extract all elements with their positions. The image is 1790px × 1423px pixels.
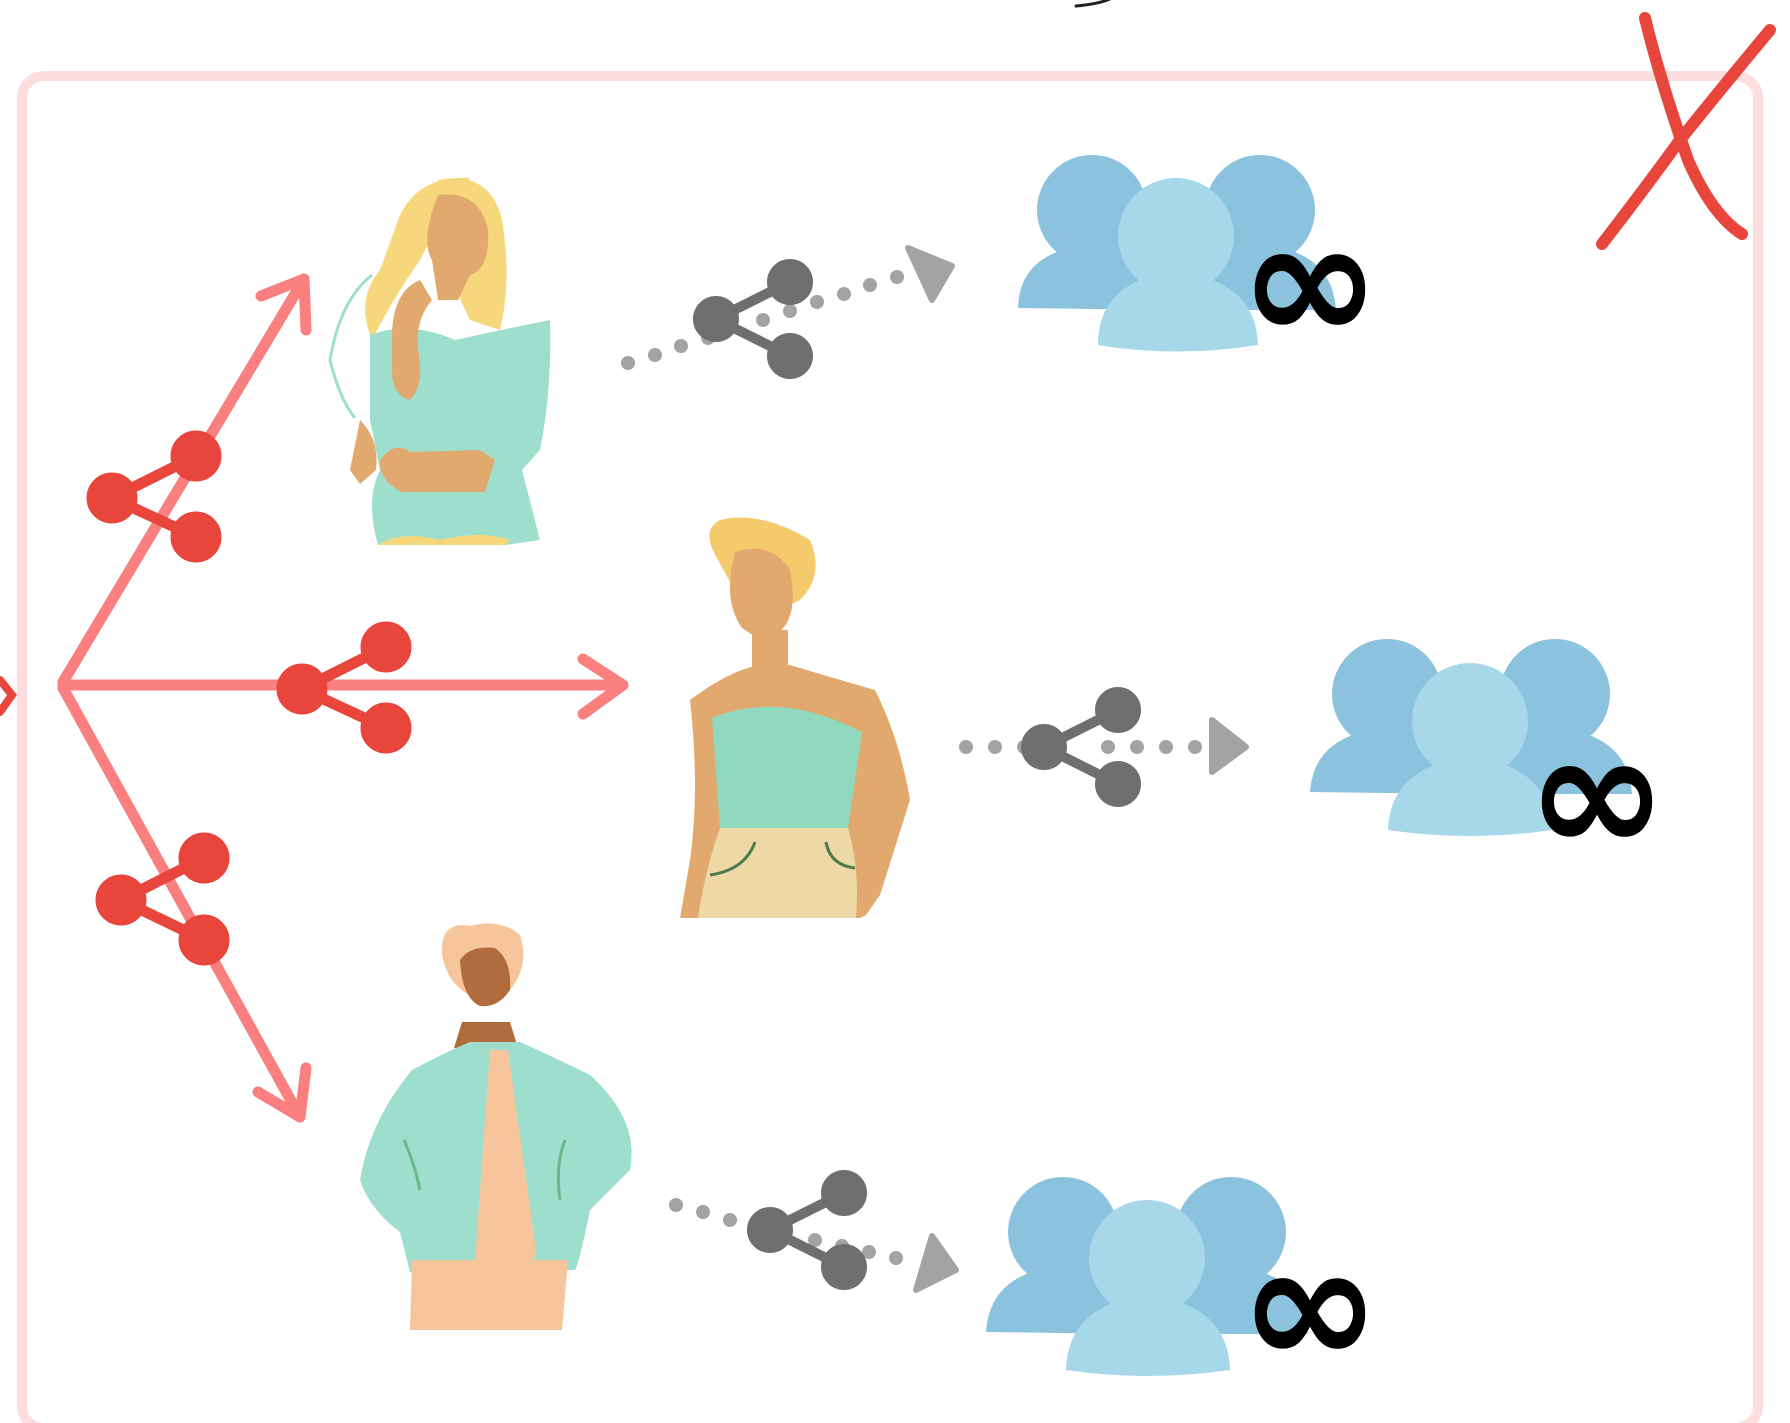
share-icon xyxy=(1021,687,1141,807)
person-woman-blonde xyxy=(328,177,551,545)
branch-arrows xyxy=(57,273,629,1123)
arrow-head-top xyxy=(255,273,312,336)
sketch-mark xyxy=(1074,0,1112,8)
arrow-tip-bottom xyxy=(913,1233,959,1293)
arrow-tip-middle xyxy=(1209,717,1249,775)
share-icon xyxy=(693,259,813,379)
infinity-icon: ∞ xyxy=(1239,183,1381,381)
person-woman-strapless xyxy=(680,517,910,918)
arrow-tip-top xyxy=(905,245,955,303)
share-icon xyxy=(276,621,412,754)
arrow-to-bottom-person xyxy=(57,682,306,1123)
people-group-icon: ∞ xyxy=(1018,155,1381,381)
frame-border xyxy=(17,71,1763,1423)
close-x-icon[interactable] xyxy=(1596,12,1776,250)
person-man-jacket xyxy=(360,923,632,1330)
people-group-icon: ∞ xyxy=(986,1177,1381,1405)
arrow-head-middle xyxy=(577,653,629,720)
dotted-path-top xyxy=(621,245,955,370)
infinity-icon: ∞ xyxy=(1526,695,1668,893)
share-icon xyxy=(747,1170,867,1290)
dotted-path-middle xyxy=(959,717,1249,775)
people-group-icon: ∞ xyxy=(1310,639,1668,893)
entry-arrow-tip xyxy=(0,676,18,716)
share-icon xyxy=(95,832,230,966)
arrow-head-bottom xyxy=(252,1062,312,1123)
infinity-icon: ∞ xyxy=(1239,1207,1381,1405)
share-icon xyxy=(86,430,222,563)
arrow-to-top-person xyxy=(57,273,310,688)
